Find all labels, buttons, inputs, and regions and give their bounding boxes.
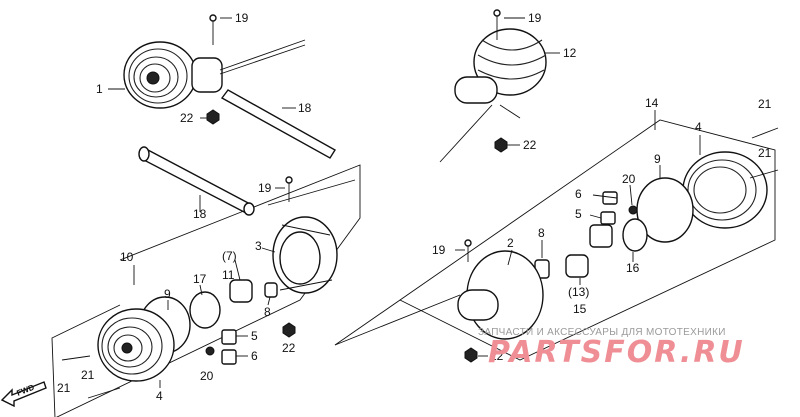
fwd-arrow: FWD <box>0 381 47 408</box>
turn-signal-assembly-10 <box>61 216 338 399</box>
label-22c: 22 <box>282 341 296 355</box>
label-11: 11 <box>222 268 235 282</box>
turn-signal-assembly-1 <box>123 14 336 159</box>
label-18a: 18 <box>298 101 312 115</box>
label-22d: 22 <box>490 349 504 363</box>
label-18b: 18 <box>193 207 207 221</box>
screw-20-left <box>205 346 215 356</box>
nut-22-bottom <box>464 347 478 363</box>
label-17: 17 <box>193 272 207 286</box>
label-10: 10 <box>120 250 134 264</box>
label-4a: 4 <box>695 120 702 134</box>
socket-13 <box>565 254 589 278</box>
label-1: 1 <box>96 82 103 96</box>
label-19b: 19 <box>528 11 542 25</box>
label-9a: 9 <box>164 287 171 301</box>
nut-22-left <box>206 109 220 125</box>
clip-8-left <box>264 282 278 298</box>
plate-5-right <box>600 211 616 225</box>
label-21a: 21 <box>758 97 772 111</box>
label-13: (13) <box>568 285 589 299</box>
label-14: 14 <box>645 96 659 110</box>
plate-6-left <box>221 349 237 365</box>
label-20b: 20 <box>622 172 636 186</box>
label-15: 15 <box>573 302 587 316</box>
label-8a: 8 <box>264 305 271 319</box>
label-12: 12 <box>563 46 577 60</box>
label-7: (7) <box>222 249 237 263</box>
nut-22-lower <box>282 322 296 338</box>
label-5b: 5 <box>575 207 582 221</box>
socket-11 <box>229 279 253 303</box>
plate-5-left <box>221 329 237 345</box>
turn-signal-assembly-14 <box>334 127 779 363</box>
nut-22-right <box>494 137 508 153</box>
label-6b: 6 <box>575 187 582 201</box>
lens-4-right <box>682 151 768 229</box>
label-19a: 19 <box>235 11 249 25</box>
part-labels: 1 19 18 22 19 12 22 14 21 4 21 18 19 10 … <box>57 11 772 403</box>
label-22a: 22 <box>180 111 194 125</box>
stay-18-upper <box>220 89 336 159</box>
screw-20-right <box>628 205 638 215</box>
label-2: 2 <box>507 236 514 250</box>
socket-12 <box>454 76 498 104</box>
watermark-brand: PARTSFOR.RU <box>488 335 745 370</box>
group-outlines <box>51 119 776 417</box>
label-3: 3 <box>255 239 262 253</box>
lens-4-left <box>97 308 175 382</box>
label-5a: 5 <box>251 329 258 343</box>
label-21d: 21 <box>81 368 95 382</box>
label-4b: 4 <box>156 389 163 403</box>
label-20a: 20 <box>200 369 214 383</box>
label-8b: 8 <box>538 226 545 240</box>
stay-18-lower <box>138 146 356 216</box>
label-16: 16 <box>626 261 640 275</box>
label-19c: 19 <box>258 181 272 195</box>
bulb-16 <box>622 218 648 252</box>
turn-signal-assembly-12 <box>439 9 547 163</box>
watermark: ЗАПЧАСТИ И АКСЕССУАРЫ ДЛЯ МОТОТЕХНИКИ PA… <box>478 327 745 370</box>
label-6a: 6 <box>251 349 258 363</box>
label-22b: 22 <box>523 138 537 152</box>
leader-lines <box>108 17 701 388</box>
label-19d: 19 <box>432 243 446 257</box>
socket-15 <box>589 224 613 248</box>
label-21b: 21 <box>758 146 772 160</box>
bulb-17 <box>189 291 221 329</box>
lens-1 <box>123 41 197 109</box>
housing-1 <box>191 57 223 93</box>
label-9b: 9 <box>654 152 661 166</box>
label-21c: 21 <box>57 381 71 395</box>
watermark-caption: ЗАПЧАСТИ И АКСЕССУАРЫ ДЛЯ МОТОТЕХНИКИ <box>478 327 726 338</box>
